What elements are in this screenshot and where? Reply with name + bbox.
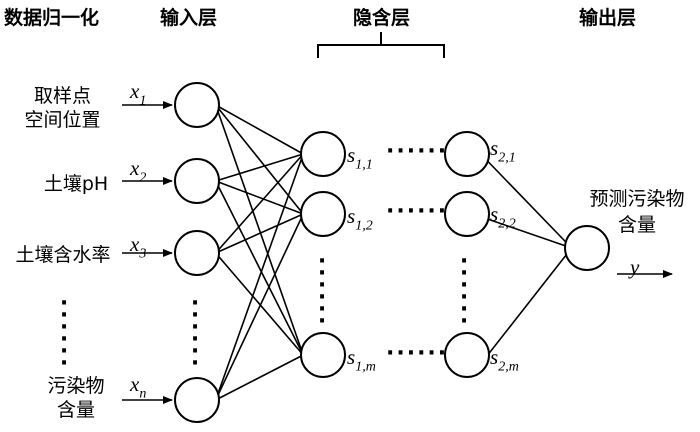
edge-input3-hidden1-2 [215,213,304,254]
edge-input2-hidden1-2 [215,180,304,215]
edge-hidden2-3-output [483,247,573,360]
input-arrows [122,101,673,404]
input-node-3 [174,230,220,276]
hidden1-label-s1m: s1,m [347,345,376,375]
header-output-layer: 输出层 [579,7,637,29]
input-var-x2: x2 [130,156,147,186]
hidden2-node-3 [444,332,490,378]
hidden-layer-bracket [317,32,445,58]
hidden2-label-s21: s2,1 [490,136,516,166]
input-label-soil-moisture: 土壤含水率 [15,244,111,266]
edge-input1-hidden1-1 [215,104,304,155]
edge-input4-hidden1-1 [214,153,304,401]
output-node [564,225,610,271]
hidden1-label-s11: s1,1 [347,143,373,173]
input-node-1 [174,82,220,128]
hidden1-node-1 [300,131,346,177]
input-label-ellipsis: ······ [59,291,69,376]
header-input-layer: 输入层 [160,7,218,29]
hidden-ellipsis-row-m: ······ [386,341,449,366]
hidden1-node-3 [300,332,346,378]
output-label-predicted-pollutant: 预测污染物 含量 [589,188,685,236]
hidden2-label-s2m: s2,m [490,345,519,375]
hidden1-label-s12: s1,2 [347,204,373,234]
hidden-ellipsis-row-2: ······ [386,199,449,224]
edge-input2-hidden1-1 [215,153,304,182]
input-label-sample-location: 取样点 空间位置 [24,85,101,131]
connection-lines [214,104,573,401]
edge-input2-hidden1-3 [214,180,304,356]
input-node-4 [174,377,220,423]
input-label-pollutant-content: 污染物 含量 [47,375,105,421]
input-var-x1: x1 [130,79,147,109]
edge-input4-hidden1-2 [214,213,304,401]
input-node-2 [174,158,220,204]
hidden2-node-ellipsis: ······ [459,249,469,334]
edge-hidden2-1-output [484,157,573,249]
input-var-x3: x3 [130,232,147,262]
edge-input4-hidden1-3 [215,354,304,401]
header-hidden-layer: 隐含层 [353,7,411,29]
hidden2-node-2 [444,191,490,237]
header-normalize: 数据归一化 [4,7,100,29]
output-var-y: y [630,255,640,279]
input-label-soil-ph: 土壤pH [43,173,109,195]
hidden1-node-ellipsis: ······ [317,249,327,334]
edge-input3-hidden1-3 [215,252,304,356]
hidden1-node-2 [300,191,346,237]
edge-input1-hidden1-3 [214,104,304,356]
hidden2-node-1 [444,131,490,177]
edge-hidden2-2-output [484,217,572,249]
input-var-xn: xn [130,372,147,402]
input-node-ellipsis: ······ [190,291,200,376]
edge-input3-hidden1-1 [215,153,304,254]
neuron-nodes [174,82,610,423]
hidden2-label-s22: s2,2 [490,202,516,232]
hidden-ellipsis-row-1: ······ [386,139,449,164]
